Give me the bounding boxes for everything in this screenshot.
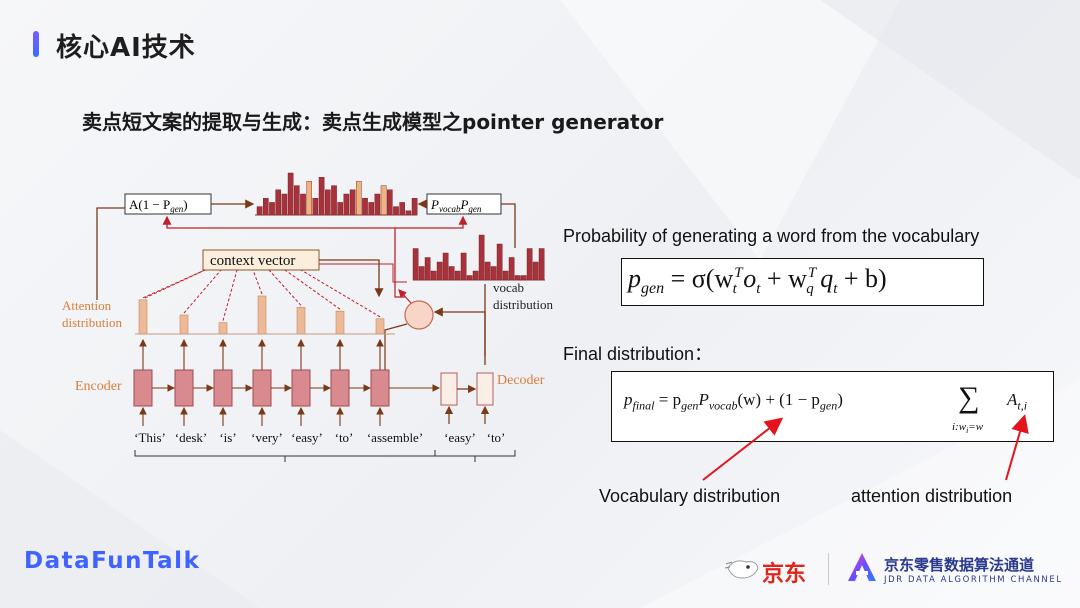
encoder-token: ‘desk’ xyxy=(175,430,208,445)
decoder-token: ‘to’ xyxy=(487,430,506,445)
slide-subtitle: 卖点短文案的提取与生成：卖点生成模型之pointer generator xyxy=(82,110,664,134)
sum-subscript: i:wi=w xyxy=(952,421,984,436)
decoder-token: ‘easy’ xyxy=(444,430,476,445)
attention-dashed-link xyxy=(142,269,206,299)
attention-distribution-label: attention distribution xyxy=(851,486,1013,506)
pgen-formula-box xyxy=(621,258,984,306)
channel-logo-icon xyxy=(848,553,876,581)
left-weight-label: A(1 − Pgen) xyxy=(129,197,188,214)
context-vector-label: context vector xyxy=(210,253,295,269)
encoder-token: ‘This’ xyxy=(134,430,166,445)
encoder-token: ‘very’ xyxy=(251,430,283,445)
pointer-generator-diagram: A(1 − Pgen) PvocabPgen vocab distributio… xyxy=(55,160,575,475)
diagram-canvas: A(1 − Pgen) PvocabPgen vocab distributio… xyxy=(62,172,553,462)
encoder-label: Encoder xyxy=(75,379,122,394)
attention-dashed-link xyxy=(284,269,341,310)
sum-symbol: ∑ xyxy=(958,381,980,414)
attention-distribution-label: distribution xyxy=(62,315,122,330)
attention-dashed-link xyxy=(222,269,238,321)
attention-dashed-link xyxy=(183,269,222,314)
attention-label: Attention xyxy=(62,298,112,313)
attention-pointer-arrow xyxy=(1005,414,1029,481)
right-weight-label: PvocabPgen xyxy=(430,197,482,214)
decoder-tokens: ‘easy’ ‘to’ xyxy=(444,430,505,445)
encoder-cells xyxy=(133,369,441,426)
attention-dashed-link xyxy=(300,269,381,318)
vocab-label: vocab xyxy=(493,280,524,295)
pgen-formula: pgen = σ(wTt ot + wTq qt + b) xyxy=(628,264,887,298)
slide-title: 核心AI技术 xyxy=(56,33,196,63)
channel-name-cn: 京东零售数据算法通道 xyxy=(884,556,1035,574)
decoder-cell-2 xyxy=(476,372,494,406)
final-distribution-text: Final distribution： xyxy=(563,344,713,364)
encoder-token: ‘is’ xyxy=(219,430,236,445)
jd-logo-text: 京东 xyxy=(762,562,807,587)
vocabulary-distribution-label: Vocabulary distribution xyxy=(599,486,781,506)
encoder-tokens: ‘This’ ‘desk’ ‘is’ ‘very’ ‘easy’ ‘to’ ‘assembl… xyxy=(134,430,423,445)
encoder-token: ‘assemble’ xyxy=(367,430,423,445)
attention-term: At,i xyxy=(1007,390,1028,413)
title-accent-bar xyxy=(33,31,39,57)
attention-dashed-link xyxy=(252,269,263,295)
encoder-token: ‘to’ xyxy=(335,430,354,445)
pgen-node xyxy=(404,300,434,330)
final-formula: pfinal = pgenPvocab(w) + (1 − pgen) xyxy=(624,390,843,413)
footer-divider xyxy=(828,553,829,585)
vocab-distribution-label: distribution xyxy=(493,297,553,312)
channel-name-en: JDR DATA ALGORITHM CHANNEL xyxy=(884,575,1063,585)
encoder-token: ‘easy’ xyxy=(291,430,323,445)
final-formula-box xyxy=(611,371,1054,442)
attention-dashed-link xyxy=(268,269,302,306)
decoder-label: Decoder xyxy=(497,373,545,388)
datafuntalk-logo: DataFunTalk xyxy=(24,548,201,574)
attention-dashed-links xyxy=(139,269,384,370)
generation-probability-text: Probability of generating a word from th… xyxy=(563,226,980,246)
vocab-pointer-arrow xyxy=(702,417,784,481)
jd-dog-icon xyxy=(724,560,759,579)
decoder-brace xyxy=(434,450,516,462)
